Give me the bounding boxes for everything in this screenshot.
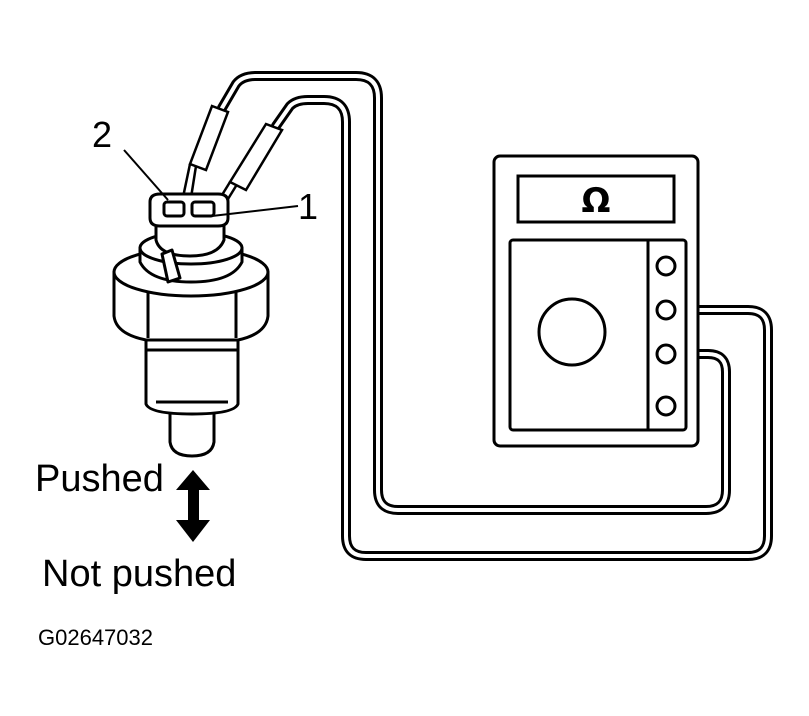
meter-terminal-4 [655, 395, 677, 417]
meter-terminal-2 [655, 299, 677, 321]
switch-threaded-body [144, 334, 240, 416]
terminal-1-label: 1 [298, 186, 319, 227]
terminal-2-label: 2 [92, 114, 113, 155]
not-pushed-label: Not pushed [42, 553, 237, 595]
meter-terminal-1 [655, 255, 677, 277]
test-lead-outer [217, 71, 731, 515]
multimeter-dial [537, 297, 607, 367]
pushed-label: Pushed [35, 458, 164, 500]
test-lead-inner [271, 95, 773, 561]
switch-plunger-tip [168, 408, 216, 458]
ohm-symbol: Ω [582, 181, 611, 221]
push-direction-arrow [176, 470, 210, 542]
meter-terminal-3 [655, 343, 677, 365]
leader-line-terminal-2 [123, 149, 169, 201]
leader-line-terminal-1 [211, 205, 299, 217]
multimeter-display [516, 174, 676, 224]
multimeter [492, 154, 700, 448]
probe-left [180, 104, 230, 205]
figure-code: G02647032 [38, 625, 153, 650]
switch-sensor [112, 192, 270, 458]
